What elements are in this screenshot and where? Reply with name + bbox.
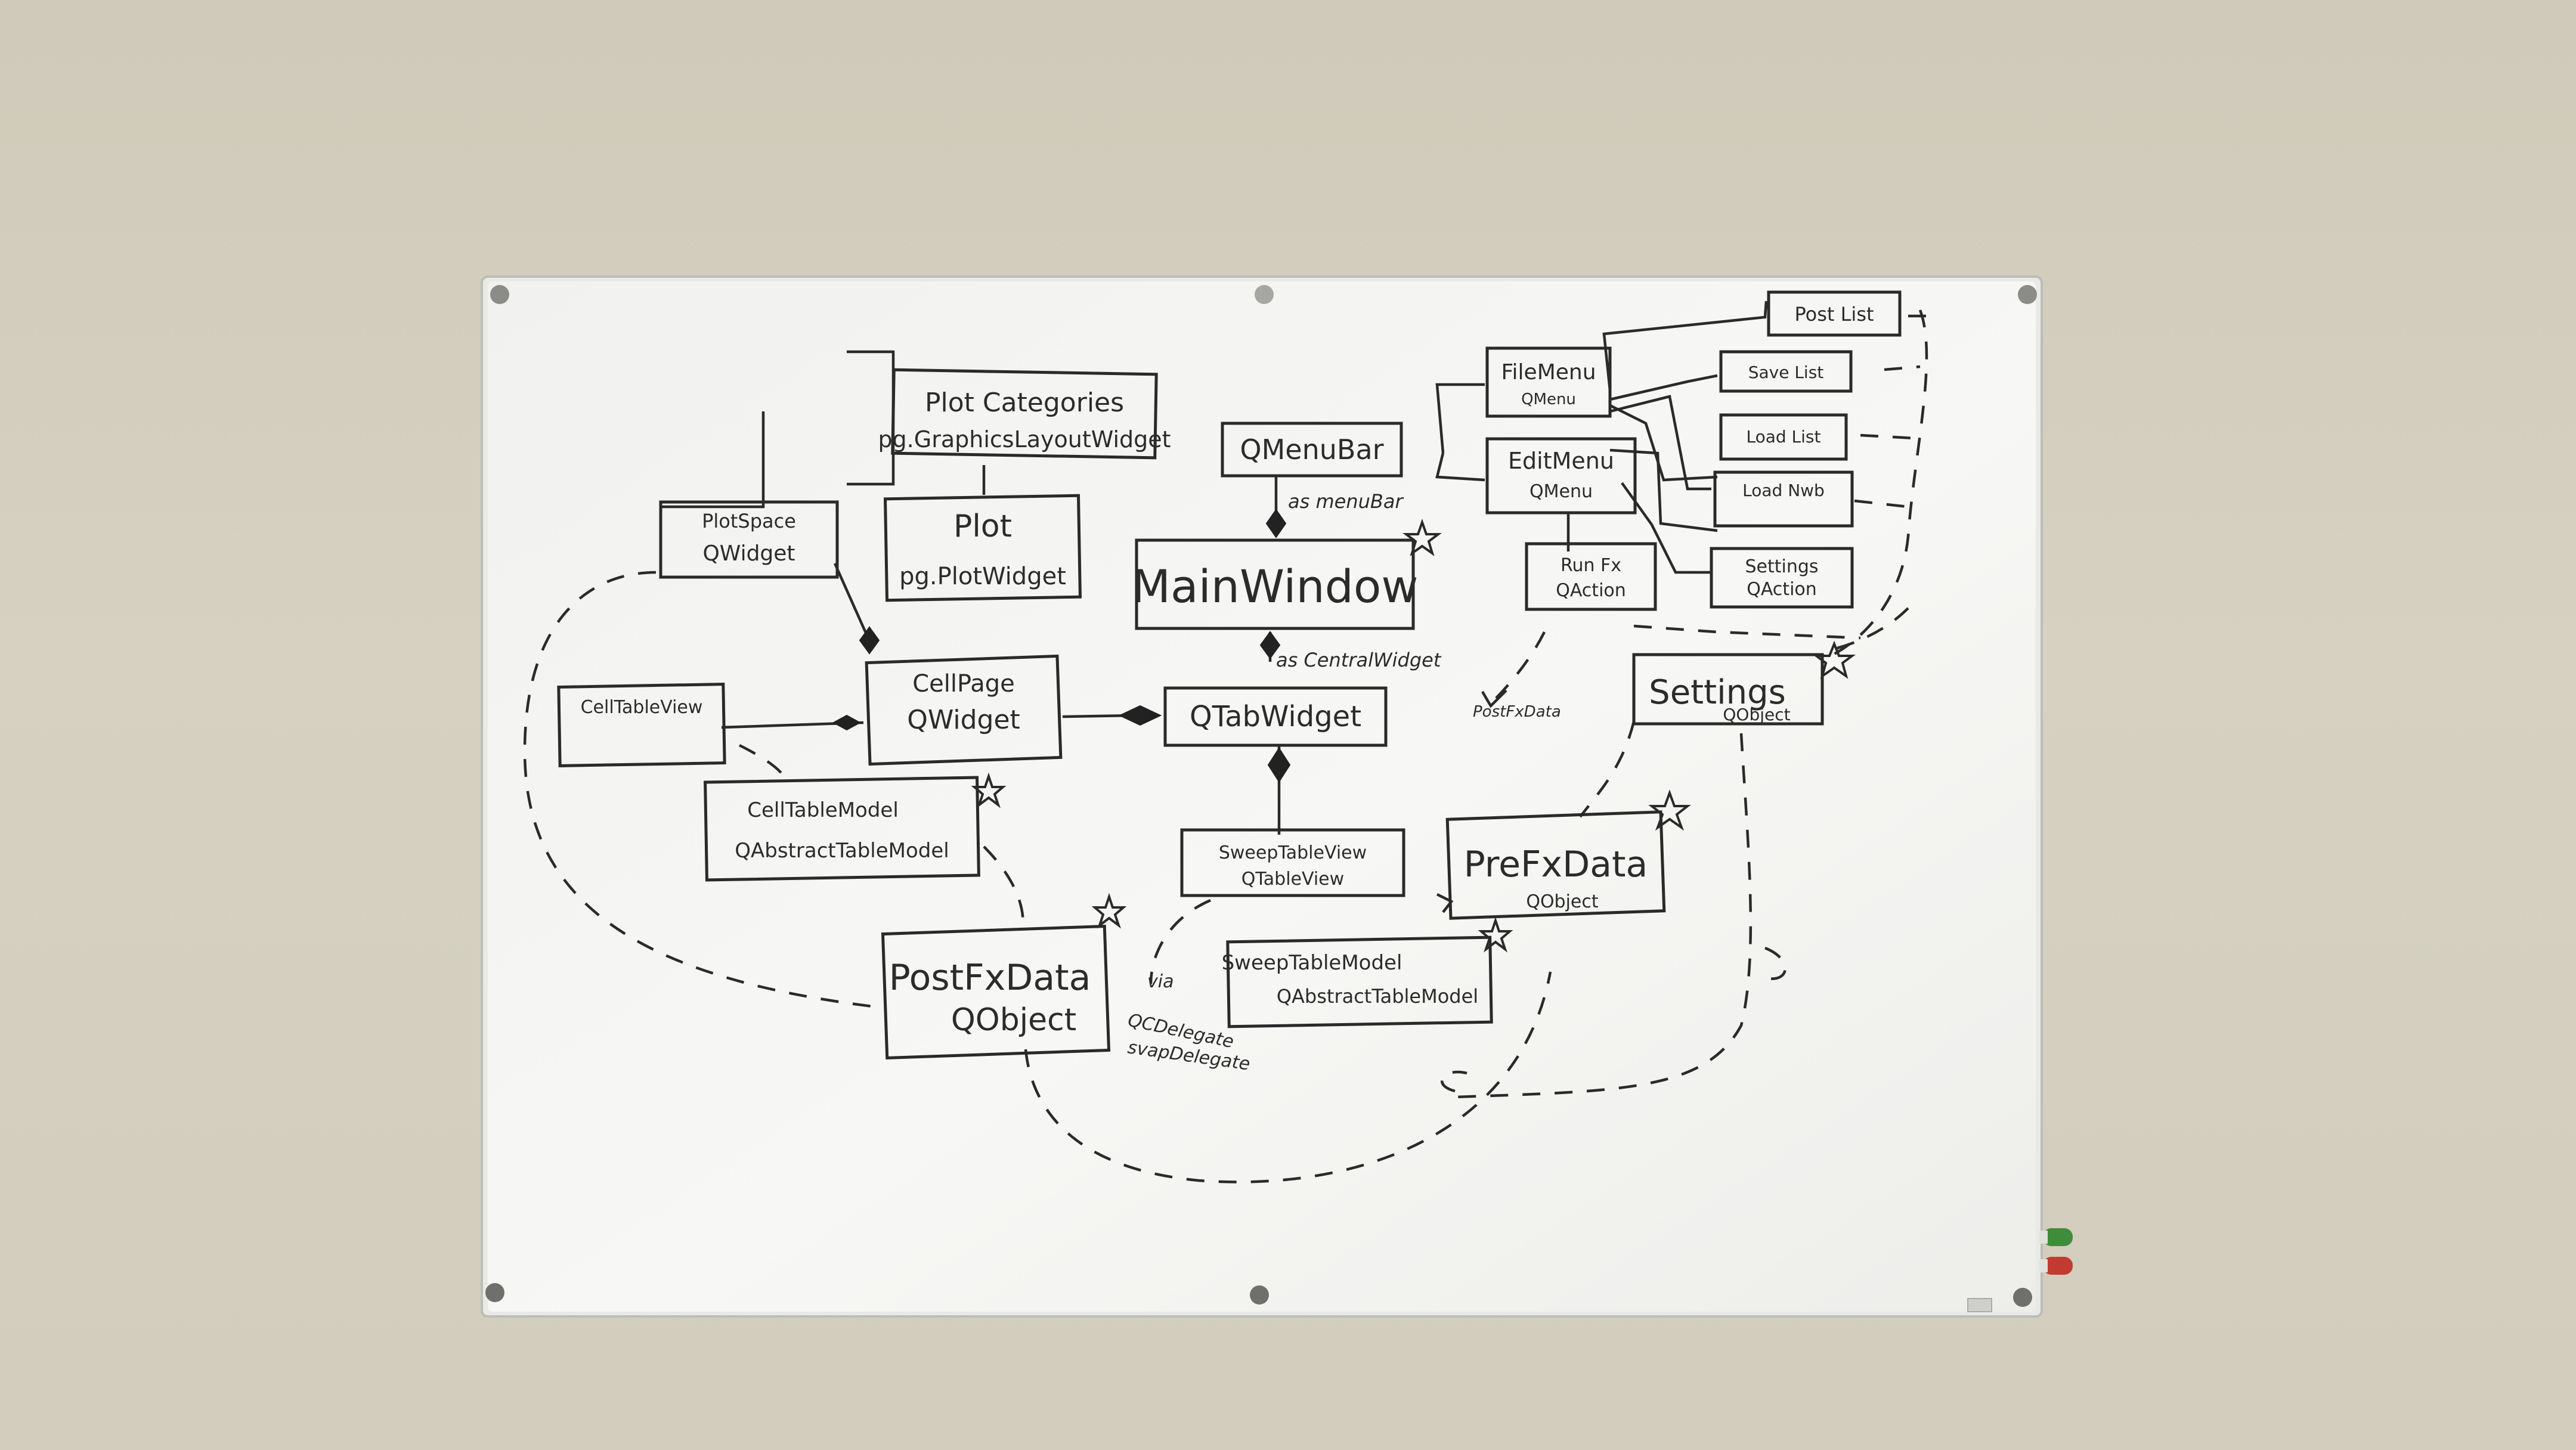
pre-fx-data-line1: PreFxData [1464, 844, 1648, 885]
pre-fx-data-line2: QObject [1526, 891, 1599, 912]
plot-box: Plot pg.PlotWidget [883, 494, 1082, 602]
sweep-table-view-box: SweepTableView QTableView [1180, 828, 1405, 897]
plot-categories-line1: Plot Categories [925, 388, 1124, 418]
main-window-box: MainWindow [1131, 538, 1419, 630]
mount-screw [490, 285, 509, 304]
post-fx-data-box: PostFxData QObject [881, 924, 1111, 1060]
board-corner-badge [1967, 1298, 1992, 1312]
star-icon [1478, 916, 1513, 953]
sweep-table-view-line2: QTableView [1241, 869, 1344, 890]
as-menubar-label: as menuBar [1288, 490, 1404, 513]
plot-categories-line2: pg.GraphicsLayoutWidget [878, 426, 1171, 453]
settings-object-line1: Settings [1649, 673, 1786, 712]
edit-menu-box: EditMenu QMenu [1485, 437, 1637, 515]
composition-diamonds [832, 509, 1291, 783]
post-list-label: Post List [1794, 303, 1874, 326]
star-icon [1813, 640, 1856, 679]
file-menu-line1: FileMenu [1501, 360, 1596, 385]
load-nwb-box: Load Nwb [1713, 470, 1854, 528]
sweep-table-model-line1: SweepTableModel [1222, 951, 1402, 975]
mount-screw [2013, 1288, 2032, 1307]
post-fx-data-line1: PostFxData [889, 957, 1091, 999]
diamond-celltableview-cellpage [832, 714, 862, 731]
mount-screw [2018, 285, 2037, 304]
cell-table-model-line2: QAbstractTableModel [735, 839, 949, 863]
plot-space-line2: QWidget [702, 541, 795, 566]
arrowhead-sweep-prefx [1436, 893, 1454, 913]
star-icon [971, 772, 1007, 808]
cell-table-model-line1: CellTableModel [747, 798, 899, 822]
singleton-stars [971, 518, 1856, 953]
main-window-label: MainWindow [1131, 560, 1418, 613]
star-icon [1648, 789, 1691, 831]
qtabwidget-box: QTabWidget [1163, 686, 1388, 747]
save-list-label: Save List [1748, 362, 1824, 382]
settings-object-line2: QObject [1723, 705, 1790, 724]
diamond-mainwindow-tabwidget [1259, 631, 1281, 659]
save-list-box: Save List [1719, 350, 1853, 393]
diamond-mainwindow-menubar [1265, 509, 1287, 538]
run-fx-box: Run Fx QAction [1525, 542, 1657, 611]
diamond-cellpage-tabwidget [1118, 705, 1162, 726]
cell-page-line1: CellPage [912, 670, 1015, 698]
red-marker [2039, 1257, 2073, 1275]
cell-table-model-box: CellTableModel QAbstractTableModel [704, 776, 980, 882]
plot-line2: pg.PlotWidget [899, 563, 1066, 590]
plot-space-box: PlotSpace QWidget [659, 500, 839, 579]
green-marker [2039, 1228, 2073, 1246]
run-fx-line2: QAction [1556, 580, 1626, 601]
diamond-plotspace-cellpage [859, 626, 880, 655]
file-menu-line2: QMenu [1521, 391, 1576, 408]
qtabwidget-label: QTabWidget [1190, 700, 1361, 733]
file-menu-box: FileMenu QMenu [1485, 346, 1612, 418]
as-central-widget-label: as CentralWidget [1276, 649, 1442, 671]
mount-screw [1255, 285, 1274, 304]
edit-menu-line2: QMenu [1530, 481, 1593, 502]
load-nwb-label: Load Nwb [1742, 481, 1825, 500]
post-list-box: Post List [1767, 290, 1902, 337]
dashed-connections [523, 309, 1932, 1183]
diamond-tabwidget-sweepview [1267, 747, 1291, 783]
post-fx-data-label: PostFxData [1473, 703, 1561, 721]
load-list-box: Load List [1719, 413, 1848, 461]
arrowhead-runfx [1481, 689, 1507, 708]
whiteboard [481, 275, 2073, 1318]
qmenubar-label: QMenuBar [1240, 433, 1383, 466]
star-icon [1091, 893, 1127, 929]
cell-page-line2: QWidget [907, 705, 1020, 735]
plot-line1: Plot [953, 509, 1012, 544]
star-icon [1402, 518, 1442, 556]
sweep-table-view-line1: SweepTableView [1219, 842, 1367, 863]
edit-menu-line1: EditMenu [1508, 448, 1614, 474]
settings-action-line1: Settings [1745, 556, 1818, 577]
pre-fx-data-box: PreFxData QObject [1445, 810, 1666, 920]
run-fx-line1: Run Fx [1561, 555, 1621, 576]
via-label: via [1147, 971, 1174, 992]
sweep-table-model-box: SweepTableModel QAbstractTableModel [1222, 935, 1493, 1028]
sweep-table-model-line2: QAbstractTableModel [1277, 985, 1478, 1008]
cell-table-view-label: CellTableView [581, 697, 703, 718]
settings-object-box: Settings QObject [1632, 653, 1824, 726]
cell-table-view-box: CellTableView [557, 683, 726, 767]
mount-screw [485, 1283, 504, 1302]
post-fx-data-line2: QObject [951, 1002, 1076, 1038]
settings-action-box: Settings QAction [1710, 547, 1854, 609]
settings-action-line2: QAction [1747, 579, 1817, 600]
arrowheads [1436, 689, 1507, 913]
qmenubar-box: QMenuBar [1221, 422, 1403, 478]
load-list-label: Load List [1746, 427, 1820, 447]
mount-screw [1250, 1285, 1269, 1305]
plot-space-line1: PlotSpace [702, 510, 796, 532]
cell-page-box: CellPage QWidget [865, 654, 1063, 766]
plot-categories-box: Plot Categories pg.GraphicsLayoutWidget [878, 368, 1171, 460]
